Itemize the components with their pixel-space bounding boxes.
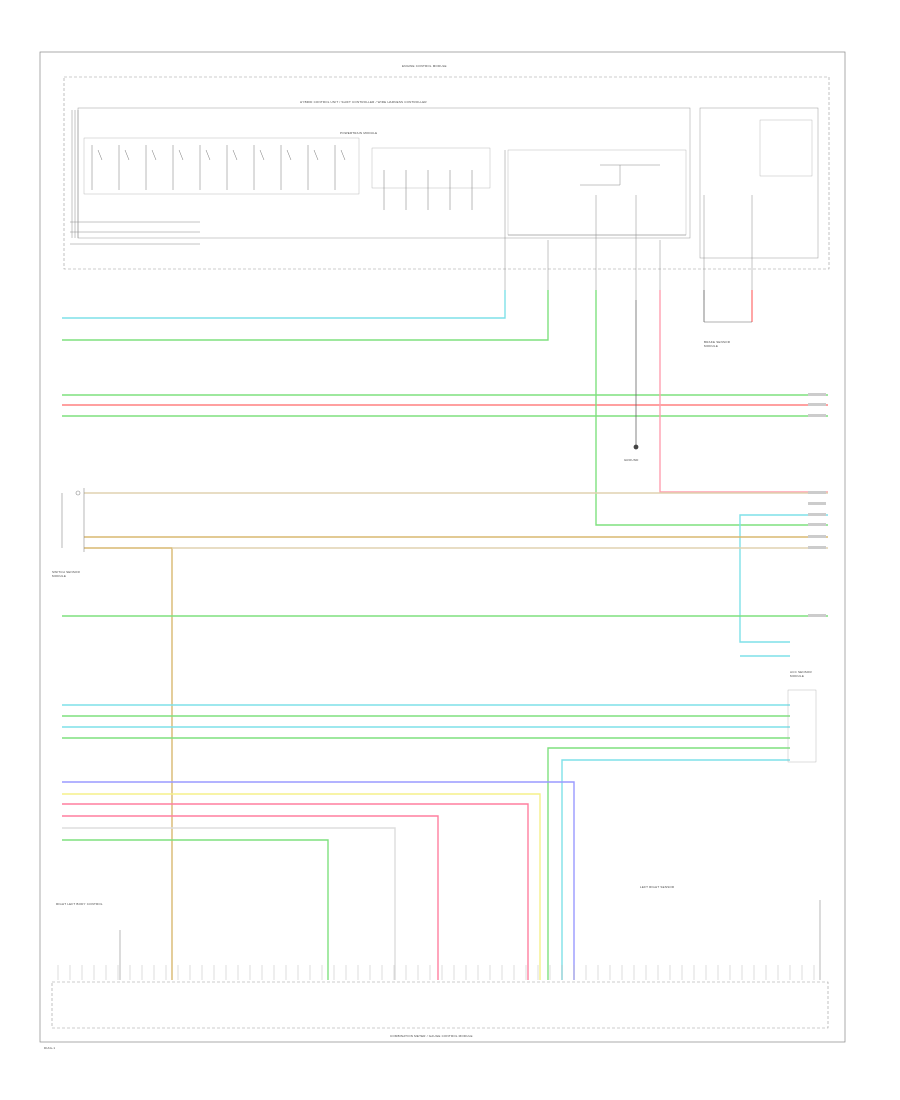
switch-contact xyxy=(313,149,319,161)
bottom-title: COMBINATION METER / GAUGE CONTROL MODULE xyxy=(390,1034,473,1038)
switch-contact xyxy=(178,149,184,161)
bottom-connector-block xyxy=(51,981,829,1029)
left-side-label: SWITCH SENSOR MODULE xyxy=(52,570,80,578)
sub-module-label: POWERTRAIN MODULE xyxy=(340,131,378,135)
right-side-label: BRAKE SENSOR MODULE xyxy=(704,340,731,348)
switch-contact xyxy=(205,149,211,161)
switch-contact xyxy=(286,149,292,161)
ecm-box xyxy=(63,76,830,270)
right-connector-box xyxy=(787,689,817,763)
right-pin xyxy=(808,491,826,494)
switch-contact xyxy=(259,149,265,161)
top-title: ENGINE CONTROL MODULE xyxy=(402,64,447,68)
right-pin xyxy=(808,535,826,538)
left-switch-symbol xyxy=(61,488,85,552)
bottom-right-label: LEFT RIGHT SENSOR xyxy=(640,885,675,889)
ground-label: GROUND xyxy=(624,458,639,462)
hybrid-controller-label: HYBRID CONTROL UNIT / SHIFT CONTROLLER /… xyxy=(300,100,427,104)
right-pin xyxy=(808,393,826,396)
right-pin xyxy=(808,513,826,516)
bottom-left-label: RIGHT LEFT BODY CONTROL xyxy=(56,902,103,906)
right-pin xyxy=(808,523,826,526)
ground-icon xyxy=(633,444,639,450)
switch-contact xyxy=(232,149,238,161)
footer-code: DIAG-1 xyxy=(44,1046,56,1050)
right-pin xyxy=(808,502,826,505)
right-pin xyxy=(808,414,826,417)
small-relay-box xyxy=(759,119,813,177)
relay-box xyxy=(507,149,687,236)
sensor-bank-box xyxy=(371,147,491,189)
switch-bank-box xyxy=(83,137,360,195)
right-pin xyxy=(808,614,826,617)
right-side-label2: ACC SENSOR MODULE xyxy=(790,670,812,678)
switch-contact xyxy=(97,149,103,161)
right-pin xyxy=(808,403,826,406)
switch-contact xyxy=(151,149,157,161)
outer-frame xyxy=(39,51,846,1043)
right-module-box xyxy=(699,107,819,259)
switch-contact xyxy=(340,149,346,161)
right-pin xyxy=(808,546,826,549)
switch-contact xyxy=(124,149,130,161)
